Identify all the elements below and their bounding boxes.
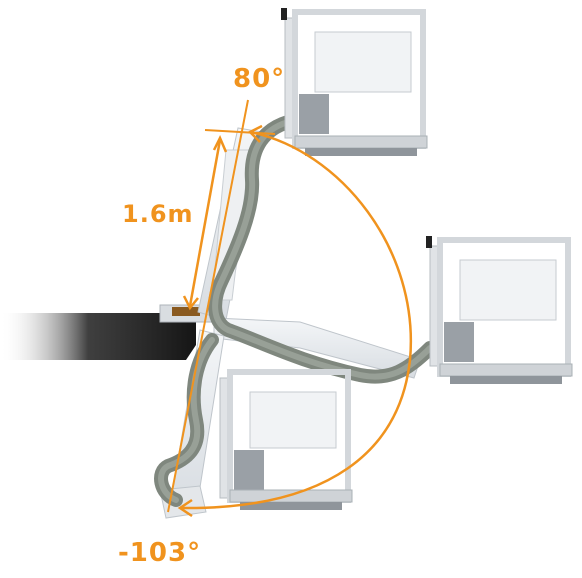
arc-arrowhead-bottom: [177, 498, 193, 518]
angle-label-bottom: -103°: [118, 538, 202, 568]
work-platform-right: [426, 236, 573, 384]
length-arrow-top: [212, 135, 228, 153]
vertical-reference-line: [167, 99, 249, 513]
work-platform-top: [281, 8, 428, 156]
top-reference-tick: [204, 129, 276, 135]
length-dimension-line: [188, 139, 222, 307]
main-boom: [0, 304, 223, 360]
work-platform-bottom: [219, 369, 353, 510]
rotation-arc: [179, 130, 413, 510]
length-arrow-bottom: [182, 295, 199, 311]
dimension-annotations: [167, 99, 413, 518]
hydraulic-hose: [154, 115, 437, 507]
angle-label-top: 80°: [233, 64, 286, 94]
length-label: 1.6m: [122, 200, 194, 228]
